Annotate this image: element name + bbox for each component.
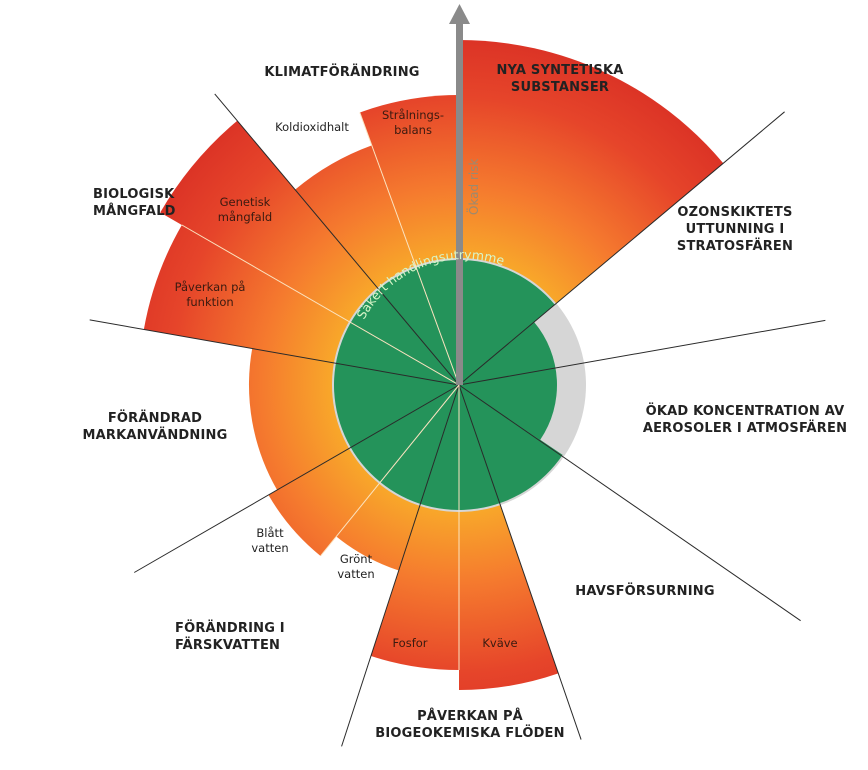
label-klimat: KLIMATFÖRÄNDRING [264,65,420,80]
boundary-lines [89,93,826,747]
sub-divider [181,224,460,386]
boundary-divider [458,111,785,386]
boundary-divider [214,93,460,386]
sub-fosfor: Fosfor [392,636,428,650]
sub-koldioxidhalt: Koldioxidhalt [275,120,349,134]
risk-arrow [456,22,463,385]
boundary-divider [133,384,460,573]
sub-divider [320,384,460,557]
increasing-risk-label: Ökad risk [465,159,481,215]
boundary-divider [89,319,460,386]
sub-kvave: Kväve [482,636,518,650]
arrow-head-icon [449,4,470,24]
boundary-divider [341,384,460,747]
safe-operating-space [334,260,563,510]
boundary-divider [458,384,582,740]
sub-divider [359,112,460,386]
label-havsforsurning: HAVSFÖRSURNING [575,584,715,599]
boundary-divider [458,319,826,386]
boundary-divider [458,384,801,622]
sub-stralningsbalans: Strålnings-balans [382,108,444,137]
